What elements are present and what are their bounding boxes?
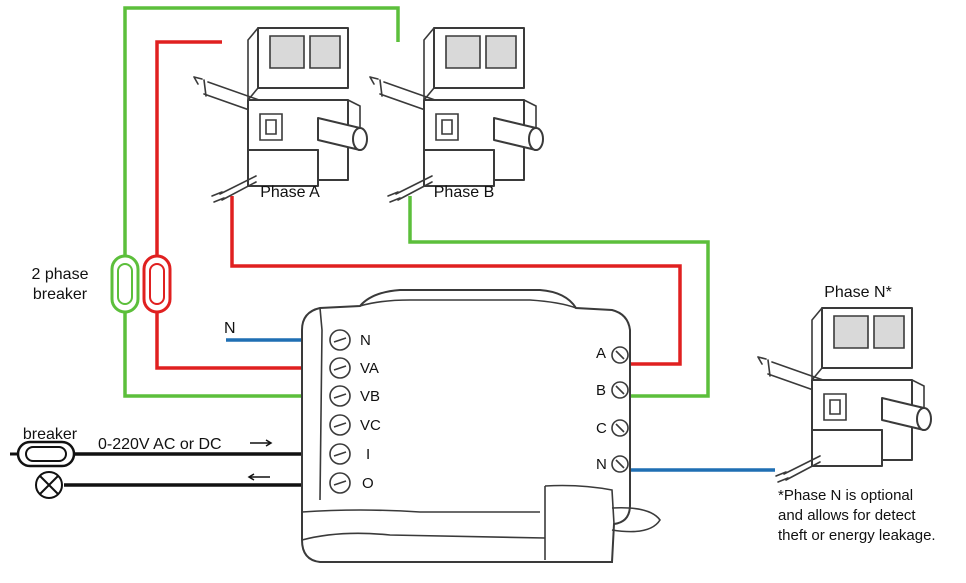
breaker-2phase-line2: breaker: [33, 286, 88, 303]
terminal-vb-label: VB: [360, 388, 380, 405]
left-terminal-block: [329, 329, 351, 494]
supply-label: 0-220V AC or DC: [98, 436, 222, 453]
terminal-i-label: I: [366, 446, 370, 463]
current-clamp-phase-n-icon: [757, 307, 932, 483]
arrow-right-icon: [250, 439, 273, 447]
terminal-n-label: N: [360, 332, 371, 349]
terminal-a-label: A: [596, 345, 606, 362]
label-phase-b: Phase B: [434, 184, 494, 201]
terminal-vc-label: VC: [360, 417, 381, 434]
red-wire-breaker-to-va: [155, 40, 302, 370]
label-phase-n: Phase N*: [824, 284, 892, 301]
terminal-n2-label: N: [596, 456, 607, 473]
terminal-o-label: O: [362, 475, 374, 492]
energy-meter-device: [301, 289, 661, 563]
breaker-2phase-line1: 2 phase: [32, 266, 89, 283]
two-phase-breaker-icon: [110, 254, 172, 314]
green-wire-phase-b-to-b-terminal: [408, 196, 710, 398]
breaker-label: breaker: [23, 426, 78, 443]
current-clamp-phase-b-icon: [369, 27, 544, 203]
right-terminal-block: [611, 346, 629, 473]
breaker-icon: [16, 440, 76, 468]
footnote-line2: and allows for detect: [778, 507, 916, 524]
neutral-label: N: [224, 320, 236, 337]
terminal-c-label: C: [596, 420, 607, 437]
green-wire-breaker-to-vb: [123, 6, 400, 398]
current-clamp-phase-a-icon: [193, 27, 368, 203]
footnote-line1: *Phase N is optional: [778, 487, 913, 504]
terminal-va-label: VA: [360, 360, 379, 377]
terminal-b-label: B: [596, 382, 606, 399]
label-phase-a: Phase A: [260, 184, 320, 201]
footnote-line3: theft or energy leakage.: [778, 527, 936, 544]
lamp-icon: [35, 471, 63, 499]
arrow-left-icon: [247, 473, 270, 481]
red-wire-phase-a-to-a-terminal: [230, 196, 682, 366]
